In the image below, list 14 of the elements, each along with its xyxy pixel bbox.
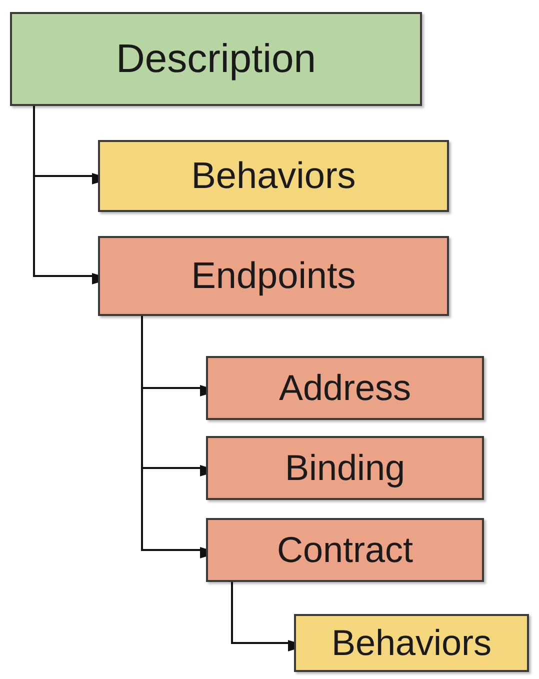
tree-node-box bbox=[294, 614, 529, 672]
tree-node-box bbox=[98, 140, 449, 212]
node-label: Behaviors bbox=[191, 156, 356, 196]
node-label: Address bbox=[278, 368, 412, 408]
node-label: Binding bbox=[284, 448, 406, 488]
tree-node-box bbox=[206, 356, 484, 420]
tree-node-box bbox=[206, 518, 484, 582]
tree-node-box bbox=[206, 436, 484, 500]
tree-node-box bbox=[10, 12, 422, 106]
node-label: Behaviors bbox=[331, 623, 492, 663]
node-label: Endpoints bbox=[191, 256, 356, 296]
node-label: Contract bbox=[276, 530, 414, 570]
tree-node-box bbox=[98, 236, 449, 316]
node-label: Description bbox=[116, 37, 316, 81]
